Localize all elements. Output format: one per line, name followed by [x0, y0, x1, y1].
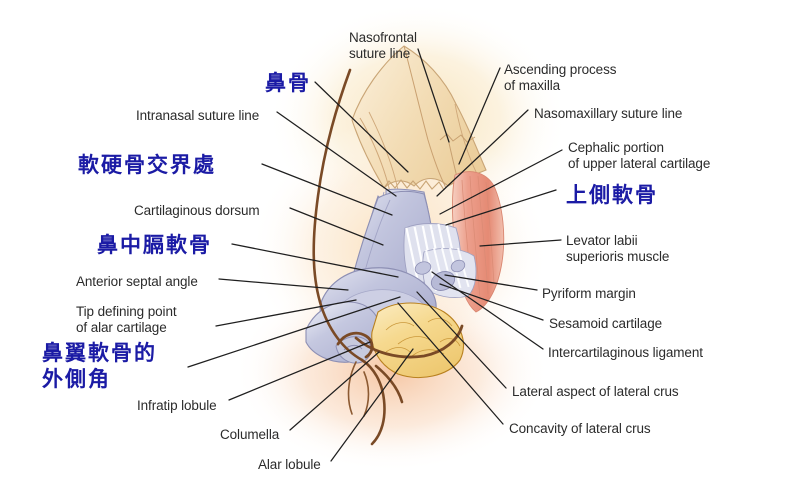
- leader-nasal-bone: [314, 81, 409, 173]
- label-intranasal-suture-line: Intranasal suture line: [136, 108, 260, 123]
- label-nasal-bone-cn: 鼻骨: [265, 70, 311, 95]
- leader-intranasal-suture: [276, 111, 397, 197]
- leader-cartilaginous-dorsum: [289, 207, 384, 246]
- leader-lateral-crus-angle: [187, 296, 401, 368]
- leader-upper-lateral-cartilage: [445, 189, 557, 226]
- leader-levator-labii: [479, 239, 562, 247]
- label-lateral-crus-alar-cn: 鼻翼軟骨的 外側角: [42, 340, 157, 391]
- leader-pyriform-margin: [444, 274, 538, 291]
- label-nasomaxillary-suture-line: Nasomaxillary suture line: [534, 106, 683, 121]
- label-infratip-lobule: Infratip lobule: [137, 398, 217, 413]
- leader-columella: [289, 351, 380, 431]
- label-septal-cartilage-cn: 鼻中膈軟骨: [97, 232, 212, 257]
- label-bony-cartilaginous-junction-cn: 軟硬骨交界處: [78, 152, 216, 177]
- label-upper-lateral-cartilage-cn: 上側軟骨: [566, 182, 658, 207]
- leader-cephalic-portion: [439, 149, 563, 215]
- leader-lateral-aspect: [416, 291, 507, 389]
- leader-tip-defining-point: [215, 299, 357, 327]
- leader-intercartilaginous: [431, 271, 544, 350]
- leader-anterior-septal-angle: [218, 278, 349, 291]
- label-ascending-process-maxilla: Ascending process of maxilla: [504, 62, 617, 93]
- leader-ascending-process: [458, 67, 501, 165]
- label-nasofrontal-suture-line: Nasofrontal suture line: [349, 30, 417, 61]
- leader-bony-cart-junction: [261, 163, 393, 216]
- skin-contour-lines-thin: [347, 361, 370, 417]
- label-cephalic-portion-ulc: Cephalic portion of upper lateral cartil…: [568, 140, 711, 171]
- label-concavity-lateral-crus: Concavity of lateral crus: [509, 421, 651, 436]
- label-intercartilaginous-ligament: Intercartilaginous ligament: [548, 345, 703, 360]
- leader-concavity: [397, 302, 504, 425]
- label-alar-lobule: Alar lobule: [258, 457, 321, 472]
- nostril-rim: [336, 324, 464, 359]
- label-levator-labii-superioris: Levator labii superioris muscle: [566, 233, 670, 264]
- alar-lobule-fat: [371, 302, 464, 379]
- label-tip-defining-point: Tip defining point of alar cartilage: [76, 304, 177, 335]
- skin-contour-lines: [312, 68, 404, 446]
- leader-line-group: [187, 48, 563, 462]
- label-pyriform-margin: Pyriform margin: [542, 286, 636, 301]
- leader-nasofrontal: [417, 48, 450, 143]
- leader-septal-cartilage: [231, 243, 399, 278]
- leader-nasomaxillary: [436, 109, 529, 197]
- label-lateral-aspect-lateral-crus: Lateral aspect of lateral crus: [512, 384, 679, 399]
- label-columella: Columella: [220, 427, 280, 442]
- leader-infratip-lobule: [228, 341, 371, 401]
- leader-alar-lobule: [330, 348, 414, 462]
- label-cartilaginous-dorsum: Cartilaginous dorsum: [134, 203, 260, 218]
- label-sesamoid-cartilage: Sesamoid cartilage: [549, 316, 663, 331]
- label-anterior-septal-angle: Anterior septal angle: [76, 274, 198, 289]
